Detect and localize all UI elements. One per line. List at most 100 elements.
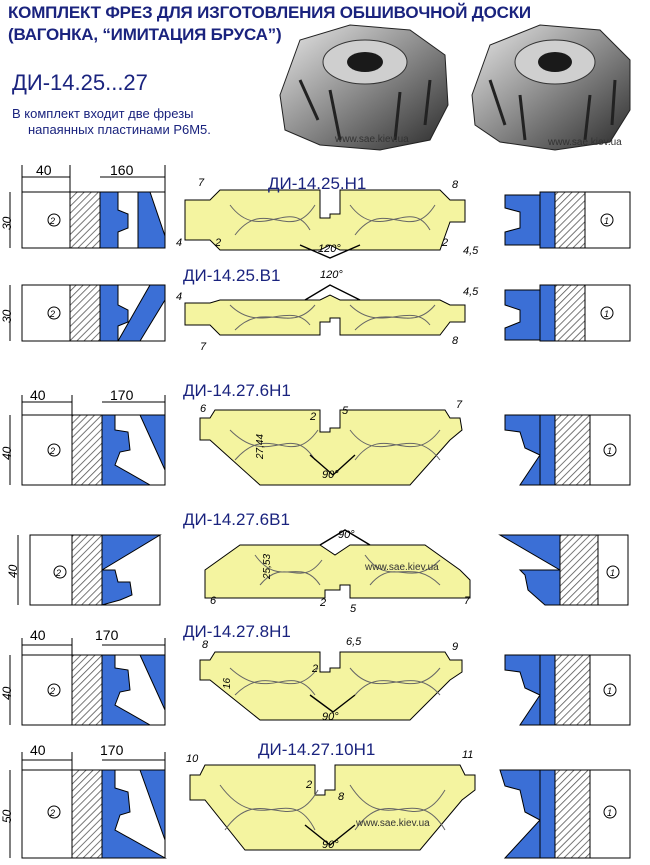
title-line-2: (ВАГОНКА, “ИМИТАЦИЯ БРУСА”) [8, 25, 282, 44]
dim-s3-a: 6 [200, 403, 207, 415]
section-name-2: ДИ-14.25.В1 [183, 266, 281, 285]
board-4 [204, 529, 471, 599]
section-name-4: ДИ-14.27.6В1 [183, 510, 290, 529]
cutter-photo-2 [471, 24, 631, 151]
dim-s3-angle: 90° [322, 469, 339, 481]
right-cutter-4 [498, 534, 629, 606]
right-cutter-2 [504, 284, 631, 342]
s6-left-index: 2 [49, 808, 55, 818]
section-3 [9, 395, 631, 486]
left-cutter-3 [9, 395, 166, 486]
left-cutter-6 [9, 752, 167, 859]
dim-s6-left-width: 40 [30, 742, 46, 758]
watermark-2: www.sae.kiev.ua [548, 137, 622, 148]
dim-s1-height: 30 [0, 216, 14, 230]
dim-s4-height: 40 [6, 564, 20, 578]
s5-right-index: 1 [607, 686, 612, 696]
dim-s6-angle: 90° [322, 839, 339, 851]
dim-s1-b: 8 [452, 179, 459, 191]
dim-s5-angle: 90° [322, 711, 339, 723]
section-4 [17, 529, 629, 606]
left-cutter-5 [9, 638, 166, 726]
watermark-3: www.sae.kiev.ua [365, 562, 439, 573]
cutter-photo-1 [279, 24, 449, 151]
dim-s1-e: 2 [441, 237, 448, 249]
section-2 [9, 284, 631, 342]
dim-s1-f: 4,5 [463, 245, 479, 257]
dim-s2-height: 30 [0, 309, 14, 323]
right-cutter-5 [504, 654, 631, 726]
dim-s1-c: 4 [176, 237, 182, 249]
right-cutter-1 [504, 191, 631, 249]
dim-s1-d: 2 [214, 237, 221, 249]
section-name-1: ДИ-14.25.Н1 [268, 174, 367, 193]
dim-s3-c: 5 [342, 405, 349, 417]
kit-note: В комплект входит две фрезы напаянных пл… [12, 106, 211, 138]
dim-s6-a: 10 [186, 753, 199, 765]
dim-s2-c: 7 [200, 341, 207, 353]
dim-s5-a: 8 [202, 639, 209, 651]
dim-s5-height: 40 [0, 686, 14, 700]
board-2 [184, 284, 466, 336]
dim-s3-d: 7 [456, 399, 463, 411]
s2-left-index: 2 [49, 309, 55, 319]
s3-right-index: 1 [607, 446, 612, 456]
dim-s1-left-width: 40 [36, 162, 52, 178]
note-line-1: В комплект входит две фрезы [12, 106, 194, 121]
s6-right-index: 1 [607, 808, 612, 818]
page-title: КОМПЛЕКТ ФРЕЗ ДЛЯ ИЗГОТОВЛЕНИЯ ОБШИВОЧНО… [8, 2, 531, 46]
dim-s5-left-width: 40 [30, 627, 46, 643]
s1-right-index: 1 [604, 216, 609, 226]
dim-s2-b: 4,5 [463, 286, 479, 298]
right-cutter-6 [499, 769, 631, 859]
s1-left-index: 2 [49, 216, 55, 226]
dim-s2-angle: 120° [320, 269, 343, 281]
s4-right-index: 1 [610, 568, 615, 578]
note-line-2: напаянных пластинами Р6М5. [28, 122, 211, 137]
section-1 [9, 165, 631, 259]
dim-s6-total: 170 [100, 742, 124, 758]
dim-s5-b: 6,5 [346, 636, 362, 648]
dim-s4-b: 6 [210, 595, 217, 607]
dim-s1-angle: 120° [318, 243, 341, 255]
dim-s4-c: 2 [319, 597, 326, 609]
section-5 [9, 638, 631, 726]
right-cutter-3 [504, 414, 631, 486]
board-1 [184, 189, 466, 259]
board-3 [199, 409, 463, 486]
dim-s3-left-width: 40 [30, 387, 46, 403]
title-line-1: КОМПЛЕКТ ФРЕЗ ДЛЯ ИЗГОТОВЛЕНИЯ ОБШИВОЧНО… [8, 3, 531, 22]
left-cutter-4 [17, 534, 162, 606]
board-5 [199, 651, 463, 721]
kit-code: ДИ-14.25...27 [12, 70, 148, 95]
dim-s3-total: 170 [110, 387, 134, 403]
dim-s4-a: 25,53 [262, 554, 273, 580]
dim-s6-d: 8 [338, 791, 345, 803]
dim-s5-d: 16 [222, 677, 233, 689]
dim-s4-angle: 90° [338, 529, 355, 541]
dim-s2-a: 4 [176, 291, 182, 303]
dim-s1-a: 7 [198, 177, 205, 189]
section-name-3: ДИ-14.27.6Н1 [183, 381, 291, 400]
dim-s1-total: 160 [110, 162, 134, 178]
dim-s6-c: 2 [305, 779, 312, 791]
dim-s5-e: 2 [311, 663, 318, 675]
dim-s2-d: 8 [452, 335, 459, 347]
watermark-1: www.sae.kiev.ua [335, 134, 409, 145]
section-name-6: ДИ-14.27.10Н1 [258, 740, 376, 759]
s2-right-index: 1 [604, 309, 609, 319]
dim-s6-b: 11 [462, 749, 473, 761]
dim-s4-e: 7 [464, 595, 471, 607]
dim-s5-total: 170 [95, 627, 119, 643]
left-cutter-2 [9, 284, 166, 342]
board-6 [189, 764, 476, 851]
s4-left-index: 2 [55, 568, 61, 578]
section-name-5: ДИ-14.27.8Н1 [183, 622, 291, 641]
section-6 [9, 752, 631, 859]
s5-left-index: 2 [49, 686, 55, 696]
dim-s6-height: 50 [0, 809, 14, 823]
watermark-4: www.sae.kiev.ua [356, 818, 430, 829]
dim-s5-c: 9 [452, 641, 458, 653]
dimension-labels: 40 160 30 2 1 7 8 4 2 2 4,5 120° 30 2 1 … [0, 162, 615, 851]
